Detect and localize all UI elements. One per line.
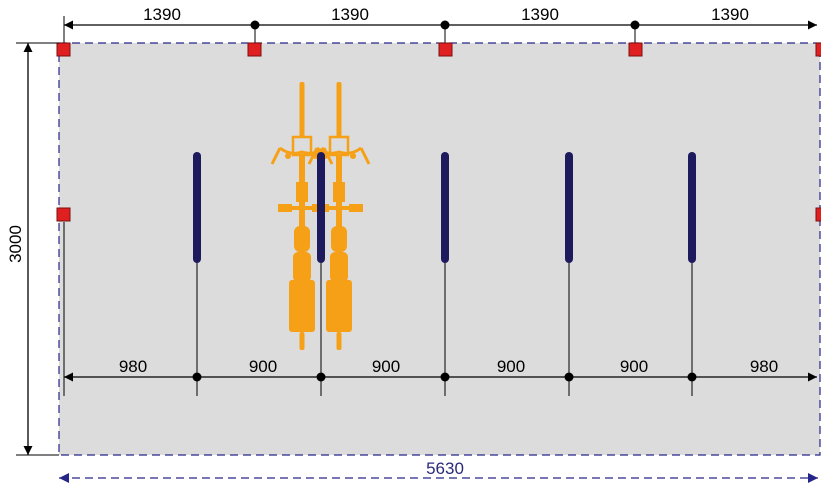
floor-area xyxy=(58,42,821,456)
bike-rack xyxy=(688,152,696,263)
bike-rack xyxy=(565,152,573,263)
post-marker xyxy=(247,42,262,57)
bottom-dimension-label: 900 xyxy=(372,357,400,376)
depth-dimension: 3000 xyxy=(6,42,59,456)
bottom-dimension: 980 900 900 900 900 980 xyxy=(64,357,817,382)
depth-dimension-label: 3000 xyxy=(6,225,25,263)
post-marker xyxy=(815,42,821,57)
post-marker xyxy=(56,207,71,222)
bike-rack xyxy=(441,152,449,263)
bike-racks xyxy=(193,152,696,263)
bike-rack xyxy=(317,152,325,263)
bottom-dimension-label: 900 xyxy=(249,357,277,376)
bottom-dimension-label: 980 xyxy=(119,357,147,376)
top-dimension: 1390 1390 1390 1390 xyxy=(63,5,817,43)
post-marker xyxy=(628,42,643,57)
top-dimension-label: 1390 xyxy=(521,5,559,24)
posts xyxy=(56,42,821,222)
width-dimension: 5630 xyxy=(59,459,818,483)
post-marker xyxy=(438,42,453,57)
width-dimension-label: 5630 xyxy=(426,459,464,478)
bike-rack xyxy=(193,152,201,263)
post-marker xyxy=(56,42,71,57)
bottom-dimension-label: 900 xyxy=(620,357,648,376)
top-dimension-label: 1390 xyxy=(143,5,181,24)
top-dimension-label: 1390 xyxy=(331,5,369,24)
top-dimension-label: 1390 xyxy=(711,5,749,24)
post-marker xyxy=(815,207,821,222)
bottom-dimension-label: 980 xyxy=(750,357,778,376)
bottom-dimension-label: 900 xyxy=(497,357,525,376)
